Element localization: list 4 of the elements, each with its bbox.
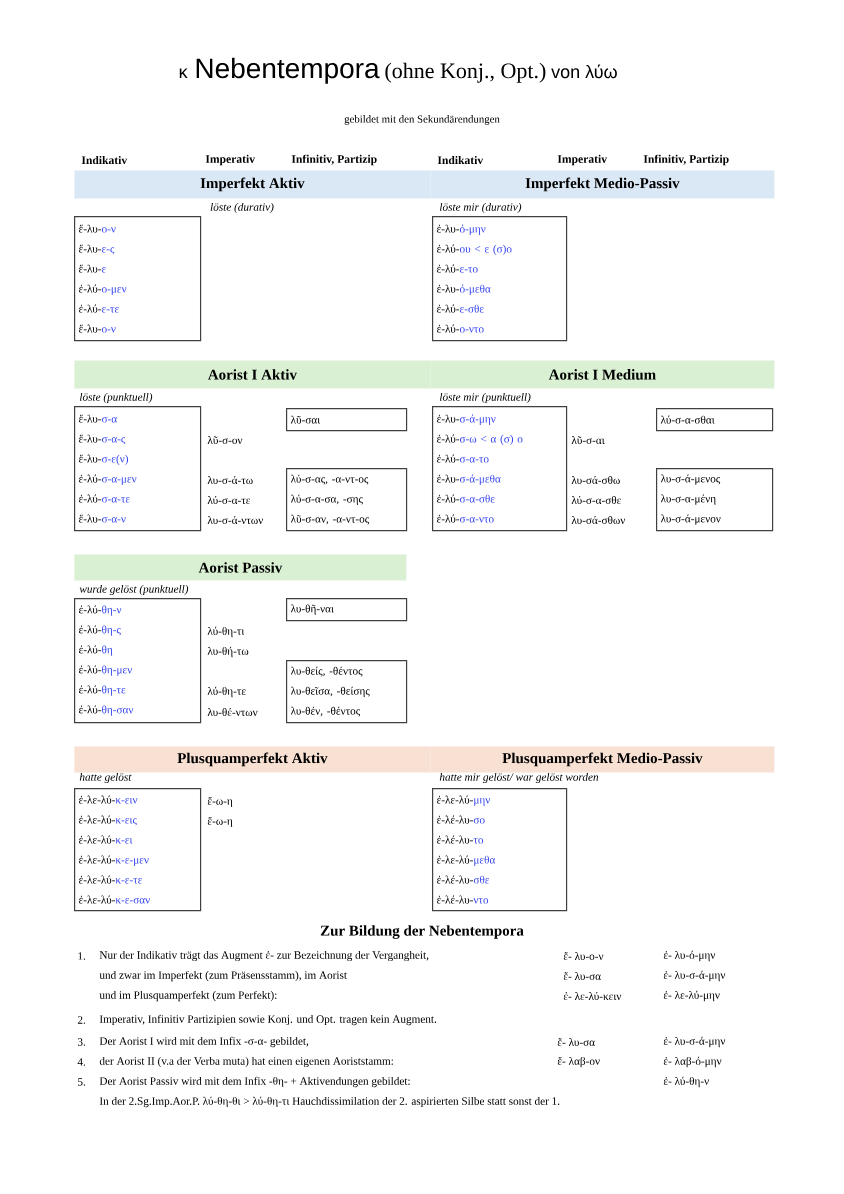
title: von λύω [551,64,617,79]
title: (ohne Konj., Opt.) [385,62,546,83]
title-marker: κ [179,68,188,78]
title: Nebentempora [196,57,380,84]
